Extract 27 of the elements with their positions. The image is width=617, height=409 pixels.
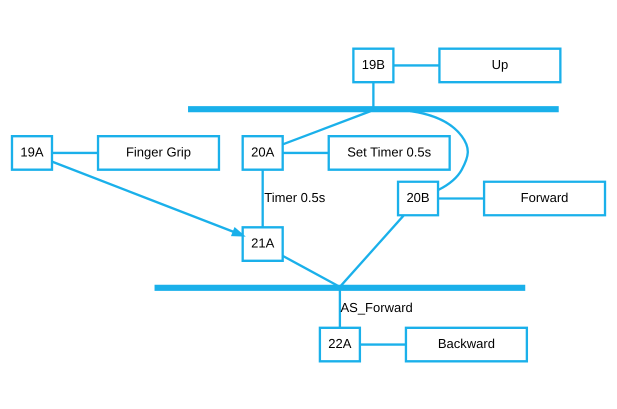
- edge-label: Timer 0.5s: [264, 189, 326, 204]
- connector: [393, 64, 440, 66]
- connector: [438, 196, 484, 200]
- node-box: Finger Grip: [96, 134, 220, 170]
- connector: [338, 289, 342, 328]
- connector: [410, 109, 469, 190]
- node-box: Up: [438, 47, 562, 83]
- node-bar: [154, 284, 526, 290]
- connector: [360, 342, 406, 346]
- connector: [340, 214, 405, 286]
- node-bar: [188, 106, 559, 112]
- node-box: Backward: [404, 326, 528, 362]
- connector: [282, 110, 372, 145]
- node-box: Set Timer 0.5s: [328, 134, 451, 170]
- connector: [282, 151, 328, 154]
- connector: [262, 169, 264, 227]
- node-box: 20A: [242, 134, 284, 170]
- node-box: 21A: [242, 226, 284, 262]
- connector: [282, 254, 339, 286]
- node-box: Forward: [482, 180, 606, 216]
- node-box: 22A: [318, 326, 362, 362]
- node-box: 19A: [10, 134, 54, 170]
- connector: [52, 151, 98, 154]
- node-box: 20B: [396, 180, 440, 216]
- connector: [372, 82, 375, 107]
- arrow: [52, 160, 246, 236]
- node-box: 19B: [352, 47, 395, 83]
